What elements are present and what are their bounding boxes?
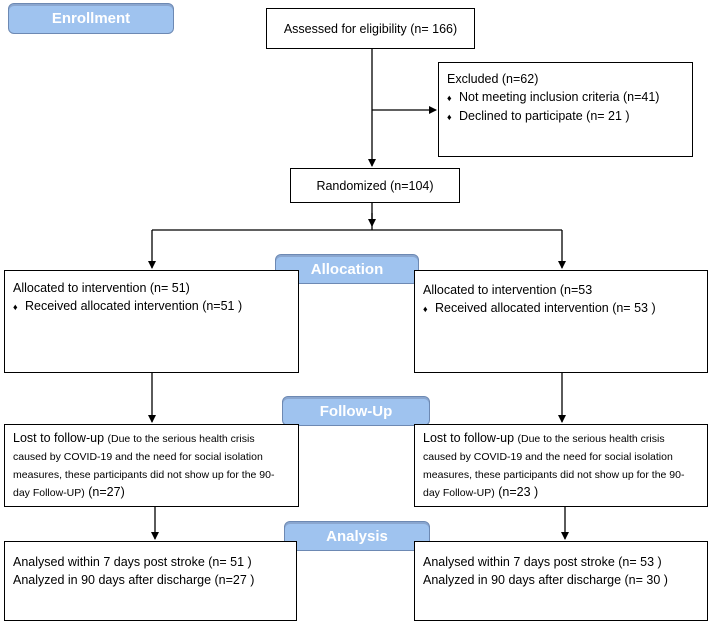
right-allocation-box: Allocated to intervention (n=53 ♦ Receiv… <box>414 270 708 373</box>
stage-analysis: Analysis <box>284 521 430 551</box>
right-followup-count: (n=23 ) <box>498 485 539 499</box>
left-followup-count: (n=27) <box>88 485 125 499</box>
right-allocation-title: Allocated to intervention (n=53 <box>423 283 593 297</box>
stage-allocation: Allocation <box>275 254 419 284</box>
assessed-box: Assessed for eligibility (n= 166) <box>266 8 475 49</box>
excluded-title: Excluded (n=62) <box>447 72 539 86</box>
excluded-box: Excluded (n=62) ♦ Not meeting inclusion … <box>438 62 693 157</box>
right-followup-label: Lost to follow-up <box>423 431 515 445</box>
excluded-item: ♦ Declined to participate (n= 21 ) <box>447 107 684 126</box>
assessed-text: Assessed for eligibility (n= 166) <box>283 21 458 36</box>
bullet-icon: ♦ <box>447 112 452 122</box>
right-followup-reason: (Due to the serious health crisis caused… <box>423 433 685 499</box>
right-analysis-box: Analysed within 7 days post stroke (n= 5… <box>414 541 708 621</box>
bullet-icon: ♦ <box>423 304 428 314</box>
randomized-text: Randomized (n=104) <box>316 178 434 193</box>
right-followup-box: Lost to follow-up (Due to the serious he… <box>414 424 708 507</box>
left-allocation-item: ♦ Received allocated intervention (n=51 … <box>13 297 290 316</box>
left-followup-box: Lost to follow-up (Due to the serious he… <box>4 424 299 507</box>
left-followup-label: Lost to follow-up <box>13 431 105 445</box>
left-allocation-title: Allocated to intervention (n= 51) <box>13 281 190 295</box>
left-analysis-line1: Analysed within 7 days post stroke (n= 5… <box>13 555 252 569</box>
excluded-item: ♦ Not meeting inclusion criteria (n=41) <box>447 88 684 107</box>
bullet-icon: ♦ <box>13 302 18 312</box>
left-analysis-line2: Analyzed in 90 days after discharge (n=2… <box>13 573 255 587</box>
left-allocation-box: Allocated to intervention (n= 51) ♦ Rece… <box>4 270 299 373</box>
left-followup-reason: (Due to the serious health crisis caused… <box>13 433 275 499</box>
right-analysis-line2: Analyzed in 90 days after discharge (n= … <box>423 573 668 587</box>
randomized-box: Randomized (n=104) <box>290 168 460 203</box>
bullet-icon: ♦ <box>447 93 452 103</box>
left-analysis-box: Analysed within 7 days post stroke (n= 5… <box>4 541 297 621</box>
right-allocation-item: ♦ Received allocated intervention (n= 53… <box>423 299 699 318</box>
right-analysis-line1: Analysed within 7 days post stroke (n= 5… <box>423 555 662 569</box>
stage-enrollment: Enrollment <box>8 3 174 34</box>
stage-followup: Follow-Up <box>282 396 430 426</box>
